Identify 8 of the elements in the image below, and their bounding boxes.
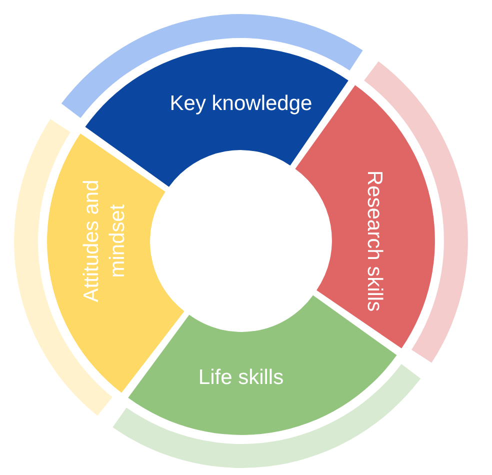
segment-label: Life skills — [198, 364, 284, 391]
segment-label: Key knowledge — [170, 90, 312, 117]
segment-label: Research skills — [362, 170, 388, 312]
outer-ring-arc — [364, 61, 468, 363]
outer-ring-arc — [112, 364, 421, 468]
outer-ring-arc — [61, 14, 363, 118]
ring-segment — [47, 133, 185, 393]
segment-label: Attitudes and mindset — [78, 178, 130, 304]
